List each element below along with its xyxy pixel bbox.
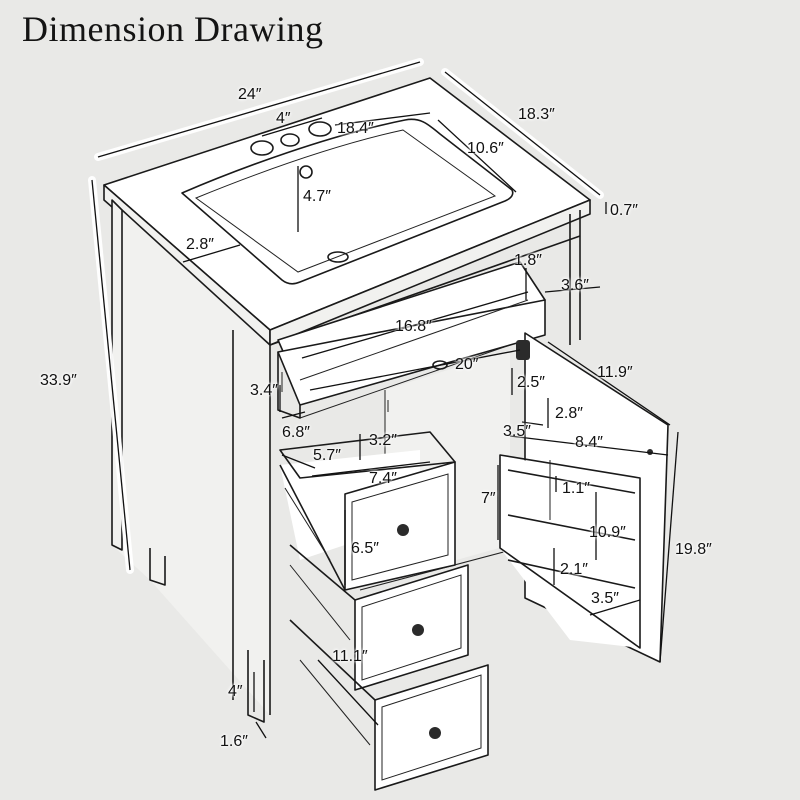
dim-faucet-spacing: 4″	[276, 110, 291, 127]
dim-drawer-depth: 11.1″	[332, 648, 368, 665]
dim-top-thickness: 0.7″	[610, 202, 638, 219]
dim-basin-depth: 10.6″	[467, 140, 504, 157]
dim-leg-height: 4″	[228, 683, 243, 700]
dim-tray-width: 16.8″	[395, 318, 432, 335]
dim-drawer-width: 7.4″	[369, 470, 397, 487]
drawer-bottom	[289, 619, 489, 791]
dim-shelf-rail-gap: 1.1″	[562, 480, 590, 497]
dim-door-width: 11.9″	[597, 364, 633, 381]
dim-leg-offset: 1.6″	[220, 733, 248, 750]
dim-shelf-depth: 2.8″	[555, 405, 583, 422]
dim-shelf-height: 3.5″	[503, 423, 531, 440]
dim-tray-depth: 1.8″	[514, 252, 542, 269]
faucet-holes	[250, 121, 332, 156]
dim-top-depth: 18.3″	[518, 106, 555, 123]
drawer-top	[279, 431, 456, 591]
dim-door-height: 19.8″	[675, 541, 712, 558]
dim-cabinet-inner-height: 7″	[481, 490, 496, 507]
dim-shelf-spacing: 2.1″	[560, 561, 588, 578]
dim-drawer-front-height: 6.5″	[351, 540, 379, 557]
dim-hinge-gap: 2.5″	[517, 374, 545, 391]
dimension-lines	[88, 58, 679, 739]
page-title: Dimension Drawing	[22, 9, 324, 49]
dim-door-inner-height: 10.9″	[589, 524, 626, 541]
dim-drawer-box-height: 3.2″	[369, 432, 397, 449]
drawer-middle	[289, 544, 469, 691]
dim-tray-height: 3.6″	[561, 277, 589, 294]
dim-side-margin: 2.8″	[186, 236, 214, 253]
dim-inner-width: 20″	[455, 356, 479, 373]
dim-tray-inset: 6.8″	[282, 424, 310, 441]
dim-shelf-width: 8.4″	[575, 434, 603, 451]
dim-overall-height: 33.9″	[40, 372, 77, 389]
dim-basin-width: 18.4″	[337, 120, 374, 137]
basin	[181, 118, 514, 285]
dim-door-shelf-depth: 3.5″	[591, 590, 619, 607]
dim-basin-height: 4.7″	[303, 188, 331, 205]
countertop	[103, 77, 591, 346]
dim-tray-front-height: 3.4″	[250, 382, 278, 399]
dim-drawer-box-depth: 5.7″	[313, 447, 341, 464]
dim-top-width: 24″	[238, 86, 262, 103]
